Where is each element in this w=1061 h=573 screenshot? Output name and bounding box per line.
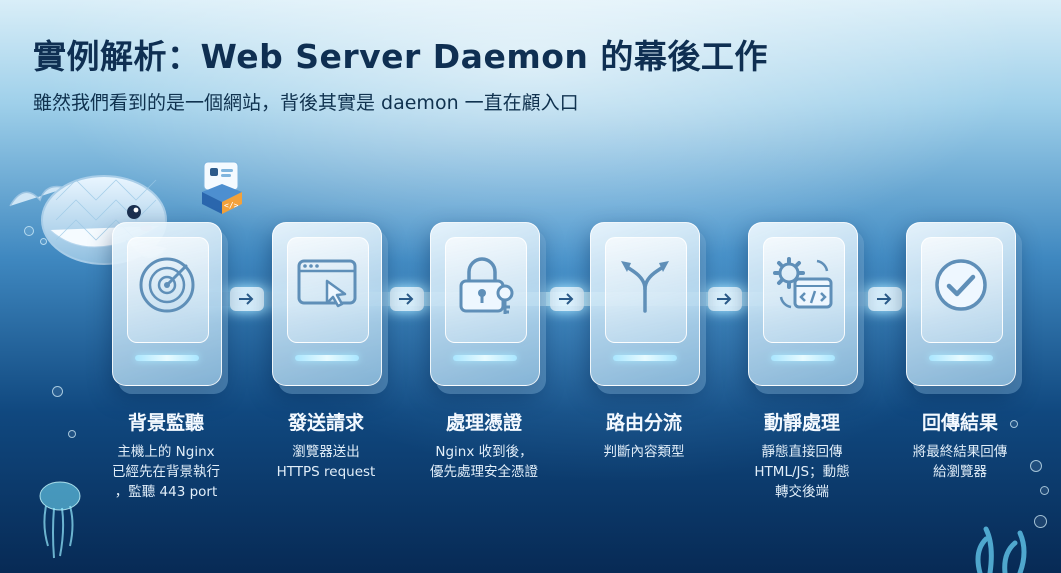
- bubble-decoration: [52, 386, 63, 397]
- bubble-decoration: [1010, 420, 1018, 428]
- step-description: Nginx 收到後， 優先處理安全憑證: [430, 444, 538, 480]
- step-title: 回傳結果: [921, 412, 998, 434]
- page-title: 實例解析：Web Server Daemon 的幕後工作: [33, 37, 768, 76]
- step-description: 靜態直接回傳 HTML/JS；動態 轉交後端: [754, 444, 850, 500]
- bubble-decoration: [24, 226, 34, 236]
- step-title: 處理憑證: [445, 412, 522, 434]
- step-card-listen: [112, 222, 222, 386]
- gear-code-icon: [773, 257, 833, 309]
- step-title: 路由分流: [605, 412, 682, 434]
- arrow-right-icon: [390, 287, 424, 311]
- step-description: 主機上的 Nginx 已經先在背景執行 ，監聽 443 port: [112, 444, 220, 500]
- jellyfish-icon: [39, 481, 81, 559]
- checkmark-icon: [935, 259, 987, 311]
- step-description: 瀏覽器送出 HTTPS request: [276, 444, 376, 480]
- browser-cursor-icon: [297, 259, 357, 308]
- step-card-routing: [590, 222, 700, 386]
- bubble-decoration: [40, 238, 47, 245]
- svg-text:</>: </>: [224, 201, 239, 210]
- step-title: 背景監聽: [127, 412, 204, 434]
- step-title: 發送請求: [287, 412, 364, 434]
- step-description: 將最終結果回傳 給瀏覽器: [912, 444, 1008, 480]
- bubble-decoration: [1034, 515, 1047, 528]
- step-card-static-dynamic: [748, 222, 858, 386]
- step-card-return: [906, 222, 1016, 386]
- lock-key-icon: [459, 257, 514, 314]
- arrow-right-icon: [550, 287, 584, 311]
- arrow-right-icon: [868, 287, 902, 311]
- bubble-decoration: [1030, 460, 1042, 472]
- step-card-certificate: [430, 222, 540, 386]
- coral-icon: [975, 526, 1027, 573]
- page-subtitle: 雖然我們看到的是一個網站，背後其實是 daemon 一直在顧入口: [33, 92, 579, 114]
- radar-icon: [139, 257, 195, 313]
- bubble-decoration: [1040, 486, 1049, 495]
- arrow-right-icon: [708, 287, 742, 311]
- document-code-icon: </>: [202, 161, 242, 214]
- step-description: 判斷內容類型: [603, 444, 685, 460]
- step-title: 動靜處理: [763, 412, 840, 434]
- step-card-request: [272, 222, 382, 386]
- arrow-right-icon: [230, 287, 264, 311]
- bubble-decoration: [68, 430, 76, 438]
- split-arrow-icon: [621, 261, 669, 313]
